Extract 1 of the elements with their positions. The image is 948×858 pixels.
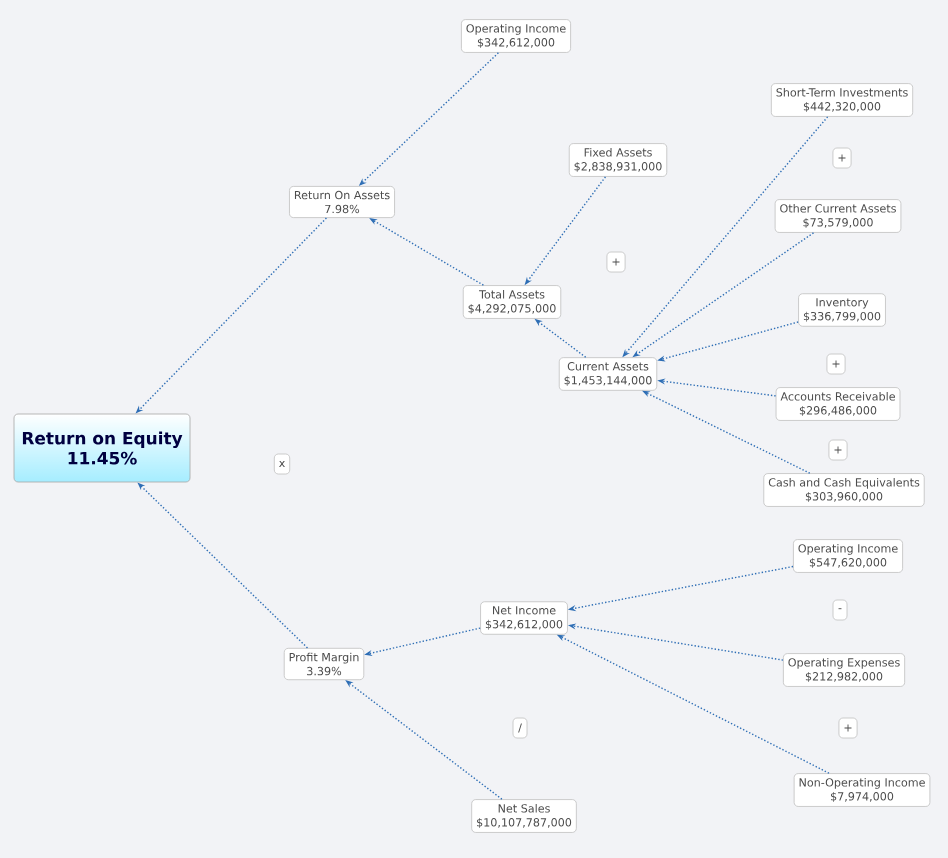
result-box: Return on Equity 11.45% (13, 413, 191, 483)
